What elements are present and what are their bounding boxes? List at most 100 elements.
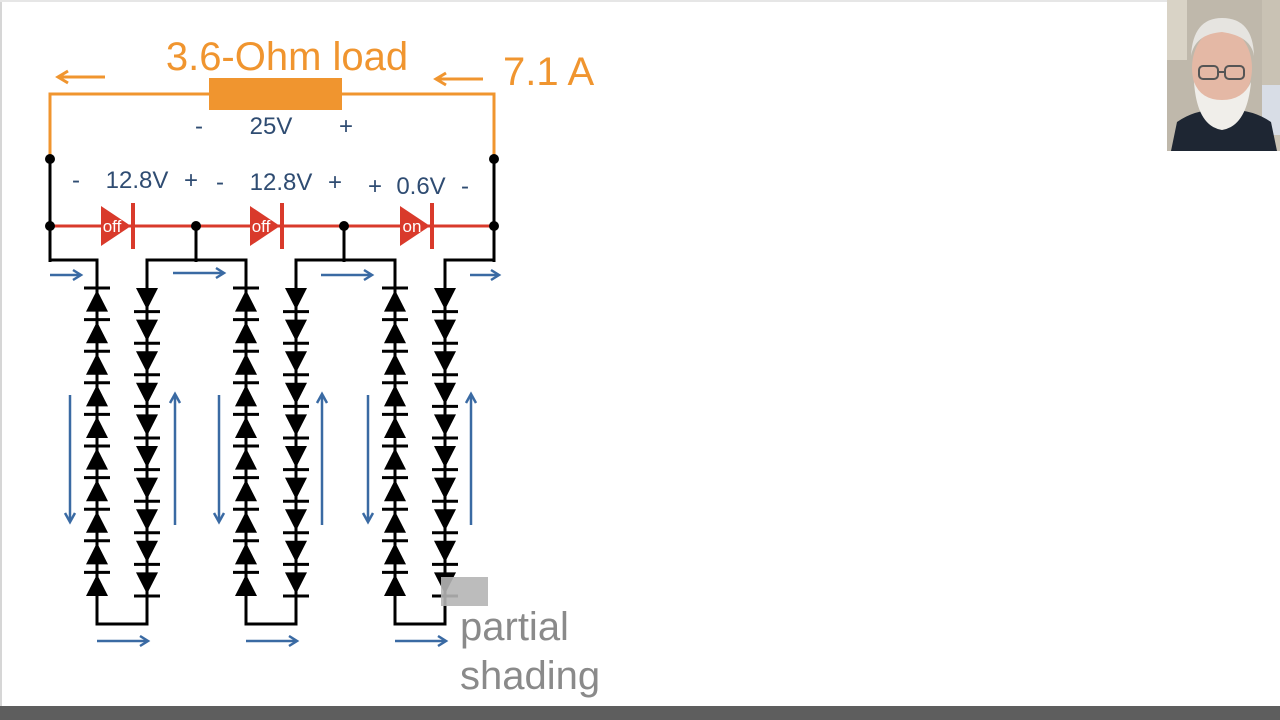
cell-diode (84, 412, 110, 438)
shaded-cell-marker (441, 577, 488, 606)
cell-diode (233, 381, 259, 407)
cell-diode (233, 318, 259, 344)
current-flow-arrows (50, 266, 502, 648)
flow-arrow-bottom-2 (246, 634, 300, 648)
flow-arrow-down-2 (212, 395, 226, 525)
cell-column-1 (84, 284, 110, 600)
cell-diode (233, 412, 259, 438)
flow-arrow-top-3 (321, 268, 375, 282)
partial-shading-annotation: partial shading (441, 577, 600, 698)
cell-diode (134, 288, 160, 314)
bypass-diode-1: off (101, 203, 135, 249)
cell-diode (382, 381, 408, 407)
substring-1-left-sign: - (72, 167, 80, 194)
flow-arrow-bottom-3 (395, 634, 449, 648)
bypass-diode-3-state: on (403, 217, 422, 236)
cell-diode (283, 414, 309, 440)
slide-left-border (0, 0, 2, 720)
cell-diode (382, 286, 408, 312)
bypass-diode-3: on (400, 203, 434, 249)
cell-diode (233, 539, 259, 565)
cell-diode (84, 570, 110, 596)
flow-arrow-top-4 (470, 268, 502, 282)
flow-arrow-up-2 (315, 391, 329, 525)
flow-arrow-up-1 (168, 391, 182, 525)
load-circuit: 3.6-Ohm load 7.1 A - 25V + (48, 35, 595, 159)
cell-diode (233, 476, 259, 502)
substring-voltage-labels: - 12.8V + - 12.8V + + 0.6V - (72, 167, 469, 200)
cell-column-5 (382, 284, 408, 600)
cell-diode (84, 539, 110, 565)
cell-diode (382, 349, 408, 375)
cell-diode (283, 446, 309, 472)
cell-diode (382, 476, 408, 502)
rail-node-right (489, 221, 499, 231)
substring-3-voltage: 0.6V (396, 173, 445, 200)
load-resistor (209, 78, 342, 110)
current-arrow-right (433, 71, 483, 87)
bypass-diode-rail: off off on (45, 203, 499, 262)
flow-arrow-bottom-1 (97, 634, 151, 648)
terminal-node-right (489, 154, 499, 164)
slide-top-border (0, 0, 1280, 2)
substring-3-left-sign: + (368, 173, 382, 200)
cell-diode (283, 382, 309, 408)
cell-diode (283, 288, 309, 314)
cell-diode (432, 509, 458, 535)
cell-diode (134, 351, 160, 377)
rail-node-left (45, 221, 55, 231)
cell-diode (134, 540, 160, 566)
cell-diode (432, 288, 458, 314)
annotation-line-1: partial (460, 605, 569, 649)
load-label: 3.6-Ohm load (166, 35, 408, 79)
cell-column-4 (283, 284, 309, 600)
cell-diode (134, 509, 160, 535)
rail-node-1 (191, 221, 201, 231)
flow-arrow-down-1 (63, 395, 77, 525)
string-top-wires (50, 258, 494, 284)
cell-diode (432, 477, 458, 503)
cell-diode (134, 319, 160, 345)
cell-diode (134, 382, 160, 408)
cell-diode (84, 444, 110, 470)
flow-arrow-up-3 (464, 391, 478, 525)
cell-diode (134, 477, 160, 503)
substring-1-right-sign: + (184, 167, 198, 194)
presenter-webcam (1167, 0, 1280, 151)
string-bottom-wires (95, 600, 447, 626)
cell-diode (382, 318, 408, 344)
cell-column-3 (233, 284, 259, 600)
cell-diode (382, 507, 408, 533)
bypass-diode-1-state: off (103, 217, 122, 236)
cell-diode (84, 381, 110, 407)
cell-diode (84, 349, 110, 375)
cell-diode (233, 444, 259, 470)
video-bottom-bar (0, 706, 1280, 720)
cell-diode (84, 286, 110, 312)
load-voltage-minus: - (195, 113, 203, 140)
bypass-diode-2-state: off (252, 217, 271, 236)
cell-diode (233, 349, 259, 375)
cell-column-6 (432, 284, 458, 600)
cell-diode (233, 570, 259, 596)
substring-3-right-sign: - (461, 173, 469, 200)
cell-diode (84, 507, 110, 533)
cell-diode (432, 446, 458, 472)
cell-diode (382, 539, 408, 565)
load-voltage-value: 25V (250, 113, 293, 140)
terminal-node-left (45, 154, 55, 164)
cell-diode (84, 318, 110, 344)
cell-diode (134, 414, 160, 440)
cell-diode (432, 382, 458, 408)
cell-diode (432, 540, 458, 566)
cell-column-2 (134, 284, 160, 600)
cell-diode (382, 570, 408, 596)
bypass-diode-2: off (250, 203, 284, 249)
presenter-video-icon (1167, 0, 1280, 151)
cell-diode (283, 477, 309, 503)
flow-arrow-top-2 (173, 266, 227, 280)
cell-diode (84, 476, 110, 502)
current-arrow-left (55, 69, 105, 85)
cell-diode (134, 446, 160, 472)
